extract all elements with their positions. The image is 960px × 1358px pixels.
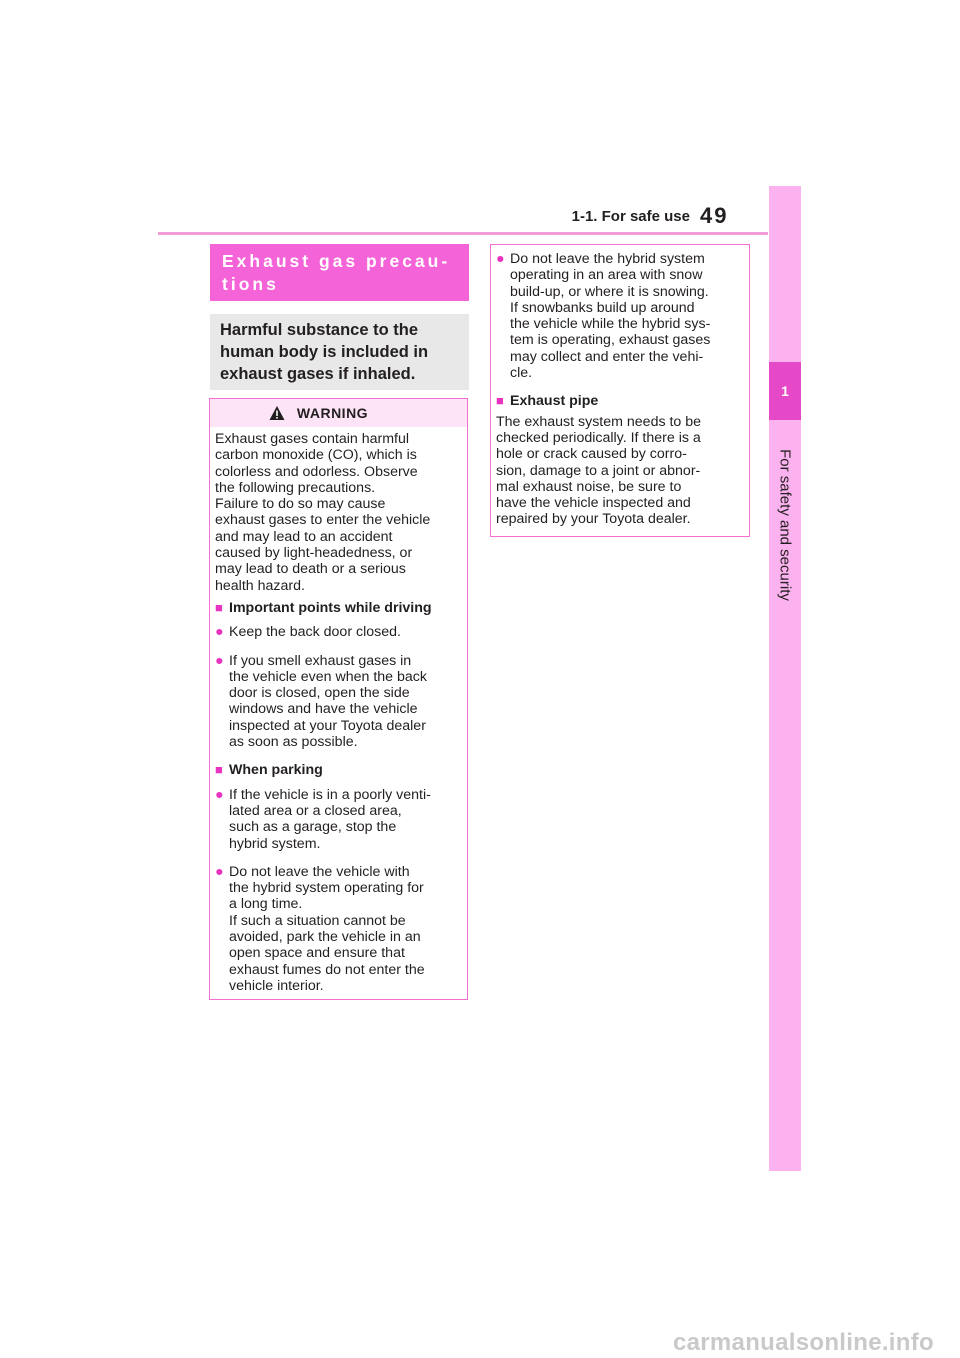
- chapter-number: 1: [769, 362, 801, 420]
- circle-bullet-icon: ●: [496, 251, 505, 267]
- list-item-text: If you smell exhaust gases in the vehicl…: [229, 652, 427, 751]
- subheading-exhaust-pipe-text: Exhaust pipe: [510, 393, 599, 410]
- square-bullet-icon: ■: [496, 393, 504, 409]
- warning-header: WARNING: [210, 399, 467, 427]
- warning-body: Exhaust gases contain harmful carbon mon…: [210, 427, 467, 994]
- chapter-number-label: 1: [781, 383, 789, 399]
- list-item-text: Keep the back door closed.: [229, 624, 401, 641]
- continued-warning-box: ● Do not leave the hybrid system operati…: [490, 244, 750, 537]
- subheading-exhaust-pipe: ■ Exhaust pipe: [496, 393, 744, 409]
- list-item: ● Keep the back door closed.: [215, 624, 462, 640]
- circle-bullet-icon: ●: [215, 624, 224, 641]
- subheading-parking: ■ When parking: [215, 762, 462, 778]
- continued-body: ● Do not leave the hybrid system operati…: [491, 245, 749, 528]
- circle-bullet-icon: ●: [215, 863, 224, 880]
- warning-label: WARNING: [296, 405, 369, 421]
- summary-box: Harmful substance to the human body is i…: [210, 314, 469, 390]
- list-item-text: Do not leave the vehicle with the hybrid…: [229, 863, 425, 994]
- subheading-driving: ■ Important points while driving: [215, 600, 462, 616]
- page-number: 49: [700, 203, 729, 228]
- watermark-text[interactable]: carmanualsonline.info: [672, 1329, 934, 1356]
- square-bullet-icon: ■: [215, 762, 223, 778]
- list-item-text: If the vehicle is in a poorly venti- lat…: [229, 786, 431, 852]
- exhaust-pipe-text: The exhaust system needs to be checked p…: [496, 413, 702, 528]
- subheading-parking-text: When parking: [229, 762, 323, 779]
- list-item: ● Do not leave the vehicle with the hybr…: [215, 864, 462, 994]
- section-title: Exhaust gas precau- tions: [210, 244, 469, 301]
- list-item: ● Do not leave the hybrid system operati…: [496, 251, 744, 381]
- list-item-text: Do not leave the hybrid system operating…: [510, 251, 711, 382]
- circle-bullet-icon: ●: [215, 652, 224, 669]
- header-section-title: 1-1. For safe use: [571, 208, 690, 225]
- list-item: ● If you smell exhaust gases in the vehi…: [215, 653, 462, 751]
- warning-intro: Exhaust gases contain harmful carbon mon…: [215, 431, 431, 594]
- square-bullet-icon: ■: [215, 599, 223, 615]
- warning-box: WARNING Exhaust gases contain harmful ca…: [209, 398, 468, 1000]
- header-rule: [158, 232, 768, 235]
- circle-bullet-icon: ●: [215, 786, 224, 803]
- chapter-title: For safety and security: [776, 449, 794, 601]
- watermark-bar: carmanualsonline.info: [0, 1327, 960, 1358]
- side-tab: [769, 186, 801, 1171]
- warning-triangle-icon: [269, 406, 285, 420]
- subheading-driving-text: Important points while driving: [229, 599, 432, 616]
- list-item: ● If the vehicle is in a poorly venti- l…: [215, 787, 462, 852]
